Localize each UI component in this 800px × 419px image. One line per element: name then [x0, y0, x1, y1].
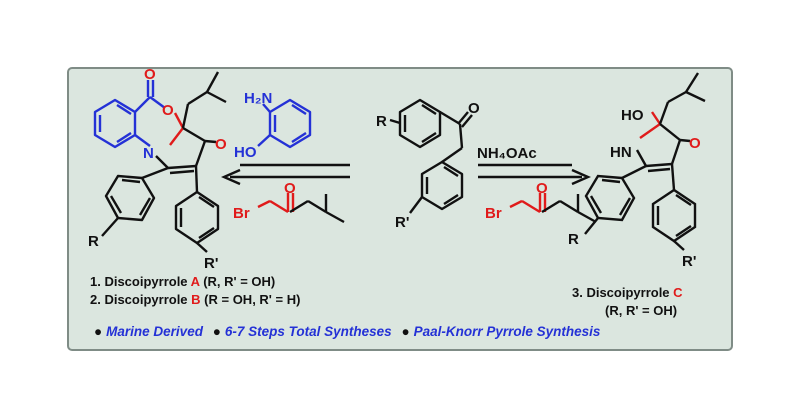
caption-discoipyrrole-c-condition: (R, R' = OH) [605, 303, 678, 318]
highlight-steps: 6-7 Steps Total Syntheses [224, 324, 392, 339]
start-substituent-r-prime: R' [395, 214, 409, 231]
pyrrolone-hydroxyl: HO [621, 107, 644, 124]
product-c-substituent-r: R [568, 231, 579, 248]
aryl-substituent-r-prime: R' [204, 255, 218, 272]
bromoketone-left: Br O [233, 180, 345, 224]
start-carbonyl-oxygen: O [468, 100, 480, 117]
caption-b-suffix: (R = OH, R' = H) [200, 292, 301, 307]
aminophenol-structure: H₂N HO [234, 90, 312, 161]
bromine-label: Br [233, 205, 250, 222]
scheme-panel [67, 67, 733, 351]
ketone-oxygen: O [215, 136, 227, 153]
bromoketone-right: Br O [485, 180, 597, 224]
aryl-substituent-r: R [88, 233, 99, 250]
ring-oxygen: O [162, 102, 174, 119]
caption-b-letter: B [191, 292, 201, 307]
caption-b-prefix: 2. Discoipyrrole [90, 292, 192, 307]
reaction-arrow-right [478, 163, 591, 186]
lactone-carbonyl-oxygen: O [144, 66, 156, 83]
discoipyrrole-c-structure: HO HN O R R' [568, 72, 706, 270]
bromoketone-oxygen-right: O [536, 180, 548, 197]
pyrrolone-nh: HN [610, 144, 632, 161]
hydroxyl-label: HO [234, 144, 257, 161]
caption-a-letter: A [190, 274, 200, 289]
deoxybenzoin-structure: R O R' [376, 98, 480, 231]
bromine-label-right: Br [485, 205, 502, 222]
lactam-nitrogen: N [143, 145, 154, 162]
reaction-arrow-left [221, 163, 350, 186]
bullet-icon: ● [94, 324, 103, 339]
highlights-row: ●Marine Derived ●6-7 Steps Total Synthes… [88, 324, 738, 339]
caption-discoipyrrole-c: 3. Discoipyrrole C [572, 285, 683, 300]
amine-label: H₂N [244, 90, 272, 107]
highlight-marine: Marine Derived [106, 324, 203, 339]
ammonium-acetate-label: NH₄OAc [477, 145, 537, 162]
caption-discoipyrrole-b: 2. Discoipyrrole B (R = OH, R' = H) [90, 292, 300, 307]
caption-c-prefix: 3. Discoipyrrole [572, 285, 674, 300]
pyrrolone-ketone-oxygen: O [689, 135, 701, 152]
bullet-icon: ● [401, 324, 410, 339]
product-c-substituent-r-prime: R' [682, 253, 696, 270]
highlight-paal-knorr: Paal-Knorr Pyrrole Synthesis [413, 324, 601, 339]
caption-a-suffix: (R, R' = OH) [199, 274, 276, 289]
bromoketone-oxygen: O [284, 180, 296, 197]
start-substituent-r: R [376, 113, 387, 130]
discoipyrrole-a-structure: O O N O [88, 66, 227, 272]
caption-c-letter: C [673, 285, 683, 300]
caption-discoipyrrole-a: 1. Discoipyrrole A (R, R' = OH) [90, 274, 275, 289]
bullet-icon: ● [212, 324, 221, 339]
caption-a-prefix: 1. Discoipyrrole [90, 274, 191, 289]
